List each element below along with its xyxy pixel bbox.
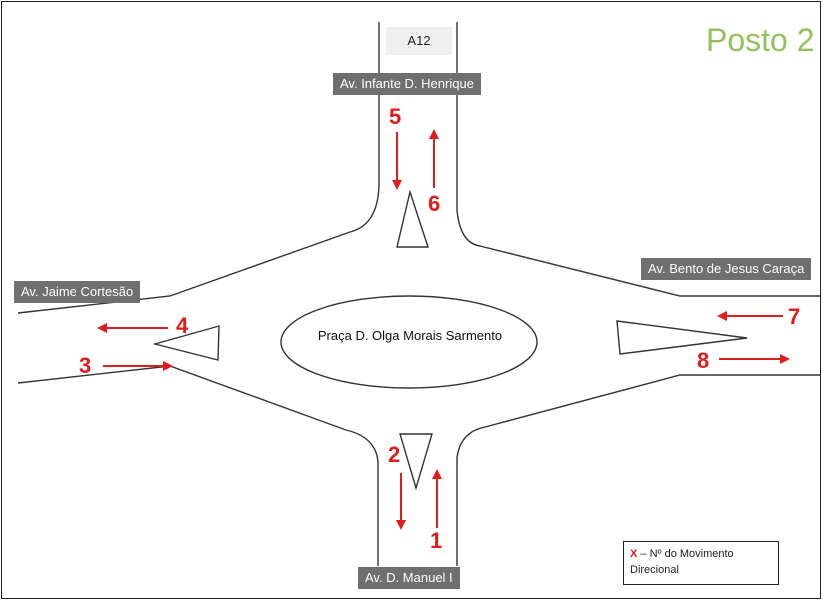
road-edge-south-east	[456, 374, 820, 566]
road-edges	[17, 22, 820, 566]
road-label-east: Av. Bento de Jesus Caraça	[641, 258, 812, 280]
splitter-island-west	[152, 325, 220, 361]
movement-number-7: 7	[788, 304, 801, 329]
road-label-south: Av. D. Manuel I	[358, 567, 460, 589]
splitter-island-south	[399, 433, 433, 491]
movement-number-4: 4	[176, 313, 189, 338]
movement-number-8: 8	[697, 348, 710, 373]
movement-number-1: 1	[430, 528, 443, 553]
splitter-island-north	[396, 189, 429, 248]
legend-symbol: X	[630, 548, 638, 560]
movement-number-6: 6	[428, 191, 441, 216]
movement-number-2: 2	[388, 442, 401, 467]
splitter-island-east	[616, 320, 748, 355]
roundabout-label: Praça D. Olga Morais Sarmento	[317, 328, 503, 343]
road-label-west: Av. Jaime Cortesão	[14, 281, 141, 303]
central-island	[280, 295, 538, 389]
legend-text: – Nº do Movimento Direcional	[630, 548, 734, 576]
road-edge-south-west	[17, 365, 379, 566]
legend-box: X – Nº do Movimento Direcional	[623, 541, 779, 585]
diagram-title: Posto 2	[706, 22, 815, 58]
movement-number-3: 3	[79, 353, 92, 378]
road-label-north: Av. Infante D. Henrique	[333, 73, 481, 95]
road-edge-north-east	[456, 22, 820, 297]
road-edge-north-west	[17, 22, 380, 314]
highway-label: A12	[386, 27, 452, 55]
movement-number-5: 5	[389, 104, 402, 129]
